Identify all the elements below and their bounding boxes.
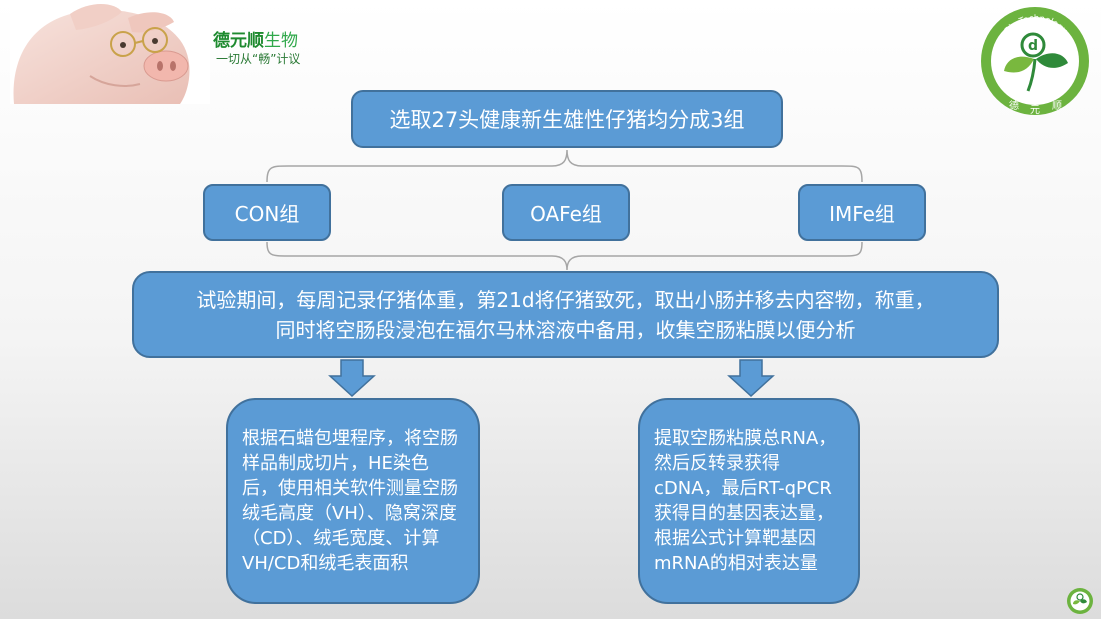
- group-con-box: CON组: [203, 184, 331, 241]
- logo-char-3: 顺: [1052, 100, 1062, 112]
- procedure-line-2: 同时将空肠段浸泡在福尔马林溶液中备用，收集空肠粘膜以便分析: [275, 317, 856, 342]
- group-imfe-box: IMFe组: [798, 184, 926, 241]
- procedure-line-1: 试验期间，每周记录仔猪体重，第21d将仔猪致死，取出小肠并移去内容物，称重，: [196, 287, 935, 312]
- brand-logo-icon: Bio-Technology d 德 元 顺: [981, 7, 1089, 116]
- arrow-left-down: [328, 359, 376, 398]
- brand-slogan: 一切从“畅”计议: [216, 52, 301, 66]
- selection-box: 选取27头健康新生雄性仔猪均分成3组: [351, 90, 783, 148]
- pig-photo: [10, 0, 210, 104]
- svg-text:d: d: [1028, 38, 1038, 54]
- brace-middle: [266, 241, 863, 271]
- histology-box: 根据石蜡包埋程序，将空肠样品制成切片，HE染色后，使用相关软件测量空肠绒毛高度（…: [226, 398, 480, 604]
- arrow-right-down: [727, 359, 775, 398]
- brand-name-suffix: 生物: [264, 31, 298, 51]
- group-oafe-box: OAFe组: [502, 184, 630, 241]
- gene-expression-box: 提取空肠粘膜总RNA，然后反转录获得cDNA，最后RT-qPCR获得目的基因表达…: [638, 398, 860, 604]
- mini-logo-icon: [1067, 588, 1093, 614]
- procedure-box: 试验期间，每周记录仔猪体重，第21d将仔猪致死，取出小肠并移去内容物，称重， 同…: [132, 271, 999, 358]
- logo-char-2: 元: [1030, 105, 1040, 116]
- gene-expression-text: 提取空肠粘膜总RNA，然后反转录获得cDNA，最后RT-qPCR获得目的基因表达…: [654, 428, 837, 574]
- brand-name-main: 德元顺: [213, 31, 264, 51]
- brace-top: [266, 149, 863, 183]
- logo-char-1: 德: [1009, 99, 1019, 112]
- histology-text: 根据石蜡包埋程序，将空肠样品制成切片，HE染色后，使用相关软件测量空肠绒毛高度（…: [242, 428, 458, 574]
- brand-name: 德元顺生物: [213, 26, 298, 51]
